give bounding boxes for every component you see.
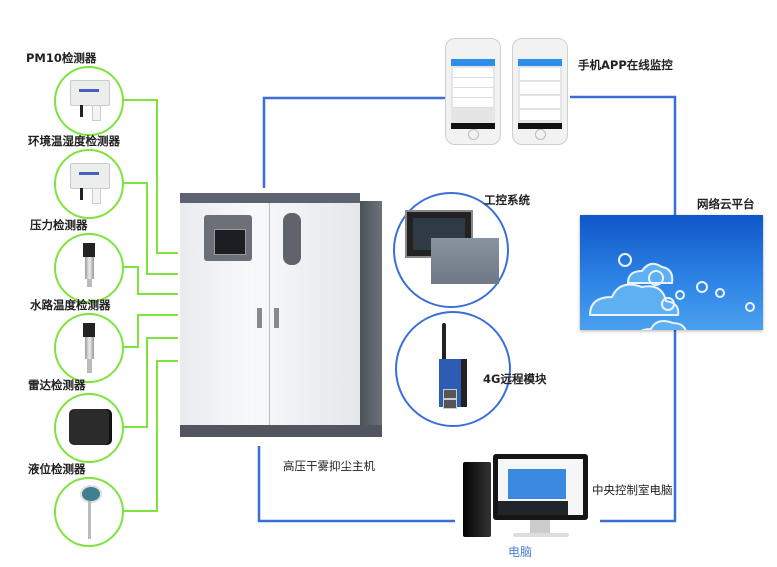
cloud-to-pc-link [600, 330, 677, 523]
sensor-label-pm10: PM10检测器 [26, 51, 97, 65]
sensor-label-water-temp: 水路温度检测器 [30, 298, 111, 312]
temperature-humidity-sensor-icon [54, 149, 124, 219]
sensor-label-radar: 雷达检测器 [28, 378, 86, 392]
pm10-link [124, 99, 178, 254]
smartphone-icon [512, 38, 568, 145]
water-temperature-sensor-icon [54, 313, 124, 383]
cloud-platform-icon [580, 215, 763, 330]
pc-caption: 电脑 [508, 545, 533, 559]
desktop-computer-icon [463, 462, 491, 537]
4g-router-icon [395, 311, 511, 427]
monitor-base [513, 533, 569, 537]
sensor-label-pressure: 压力检测器 [30, 218, 88, 232]
water-temp-link [124, 314, 178, 348]
plc-hmi-icon [393, 192, 509, 308]
temp-humidity-link [124, 182, 178, 275]
dust-suppression-machine-icon [180, 193, 385, 438]
cloud-platform-label: 网络云平台 [697, 197, 755, 211]
sensor-label-temp-humidity: 环境温湿度检测器 [28, 134, 120, 148]
mobile-app-label: 手机APP在线监控 [578, 58, 673, 72]
pressure-sensor-icon [54, 233, 124, 303]
main-unit-label: 高压干雾抑尘主机 [283, 459, 375, 473]
radar-sensor-icon [54, 393, 124, 463]
pressure-link [124, 266, 178, 295]
level-sensor-icon [54, 477, 124, 547]
radar-link [124, 337, 178, 428]
sensor-label-level: 液位检测器 [28, 462, 86, 476]
control-room-pc-label: 中央控制室电脑 [592, 483, 673, 497]
monitor-stand [530, 520, 550, 534]
machine-to-pc-link [257, 446, 455, 523]
machine-to-app-link [262, 96, 446, 188]
smartphone-icon [445, 38, 501, 145]
app-to-cloud-link [570, 95, 677, 215]
industrial-control-label: 工控系统 [484, 193, 530, 207]
air-quality-sensor-icon [54, 66, 124, 136]
level-link [124, 360, 178, 512]
monitor-icon [493, 454, 588, 520]
remote-module-label: 4G远程模块 [483, 372, 547, 386]
